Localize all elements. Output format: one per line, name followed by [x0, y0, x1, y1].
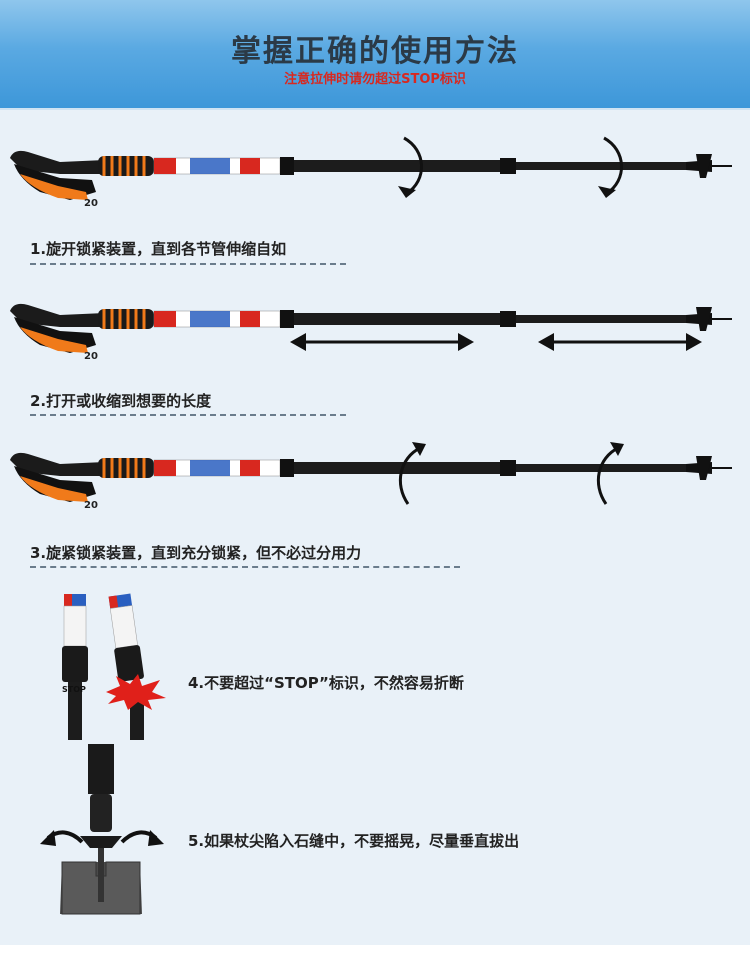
- divider: [30, 263, 346, 265]
- double-arrow-icon: [290, 333, 474, 351]
- swing-right-arrow-icon: [120, 830, 164, 846]
- pole-tip-in-rock: [60, 744, 142, 915]
- divider: [30, 414, 346, 416]
- step-5-label: 5.如果杖尖陷入石缝中，不要摇晃，尽量垂直拔出: [188, 832, 520, 850]
- double-arrow-icon: [538, 333, 702, 351]
- instruction-panel: [0, 110, 750, 945]
- step-2-label: 2.打开或收缩到想要的长度: [30, 392, 212, 410]
- pole-section-correct: STOP: [62, 594, 88, 740]
- svg-text:20: 20: [84, 351, 98, 362]
- rotate-ccw-arrow-icon: [398, 136, 423, 198]
- header-banner: 掌握正确的使用方法 注意拉伸时请勿超过STOP标识: [0, 0, 750, 110]
- swing-left-arrow-icon: [40, 830, 84, 846]
- pole-section-broken: [108, 593, 144, 740]
- rotate-cw-arrow-icon: [596, 442, 624, 505]
- trekking-pole-1: 20: [10, 150, 732, 209]
- step-4-label: 4.不要超过“STOP”标识，不然容易折断: [188, 674, 464, 692]
- pole-handle: 20: [10, 150, 154, 209]
- burst-icon: [106, 674, 166, 710]
- rotate-cw-arrow-icon: [398, 442, 426, 505]
- trekking-pole-2: 20: [10, 303, 732, 362]
- trekking-pole-3: 20: [10, 452, 732, 511]
- page-title: 掌握正确的使用方法: [231, 34, 519, 69]
- divider: [30, 566, 460, 568]
- page-subtitle: 注意拉伸时请勿超过STOP标识: [284, 72, 466, 87]
- svg-text:20: 20: [84, 198, 98, 209]
- svg-text:20: 20: [84, 500, 98, 511]
- step-1-label: 1.旋开锁紧装置，直到各节管伸缩自如: [30, 240, 287, 258]
- svg-text:STOP: STOP: [62, 685, 86, 694]
- rotate-ccw-arrow-icon: [598, 136, 623, 198]
- step-3-label: 3.旋紧锁紧装置，直到充分锁紧，但不必过分用力: [30, 544, 362, 562]
